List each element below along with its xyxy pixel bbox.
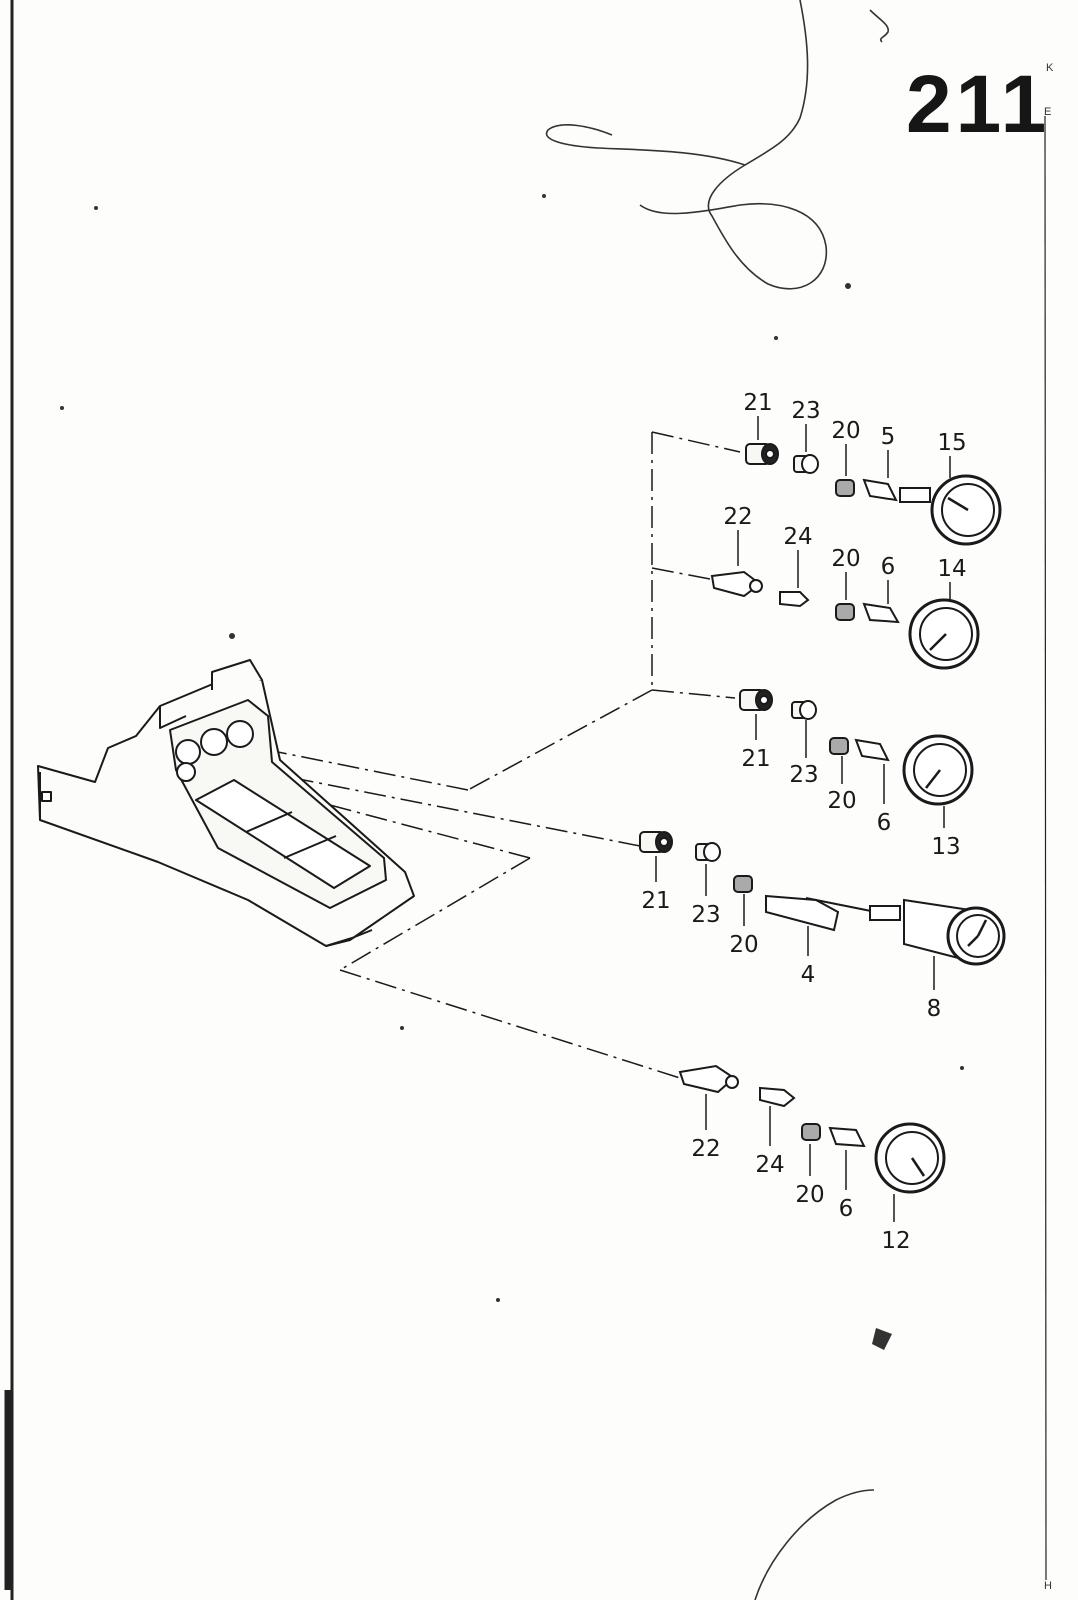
callout-20: 20 <box>827 788 856 814</box>
holder-6-a <box>862 602 900 624</box>
page-edge-lines <box>4 0 1047 1600</box>
holder-6-c <box>828 1126 866 1148</box>
callout-ticks <box>655 416 951 1222</box>
callout-8: 8 <box>927 996 942 1022</box>
gauge-components <box>639 443 1006 1194</box>
callout-22: 22 <box>691 1136 720 1162</box>
callout-13: 13 <box>931 834 960 860</box>
sleeve-20-b <box>835 603 855 621</box>
bulb-holder-21-c <box>639 831 673 853</box>
callout-6: 6 <box>877 810 892 836</box>
gauge-13 <box>902 734 974 806</box>
callout-6: 6 <box>881 554 896 580</box>
callout-4: 4 <box>801 962 816 988</box>
scan-specks <box>60 194 964 1350</box>
callout-21: 21 <box>741 746 770 772</box>
center-console <box>37 659 415 947</box>
bulb-23-c <box>695 842 721 862</box>
bulb-23-a <box>793 454 819 474</box>
callout-21: 21 <box>743 390 772 416</box>
holder-6-b <box>854 738 890 762</box>
callout-labels: 21 23 20 5 15 22 24 20 6 14 21 23 20 6 1… <box>641 390 966 1254</box>
page-number: 211 <box>906 59 1051 150</box>
callout-22: 22 <box>723 504 752 530</box>
bulb-holder-21-b <box>739 689 773 711</box>
bulb-23-b <box>791 700 817 720</box>
margin-letter-top: K <box>1046 62 1054 74</box>
callout-21: 21 <box>641 888 670 914</box>
callout-14: 14 <box>937 556 966 582</box>
callout-23: 23 <box>691 902 720 928</box>
callout-24: 24 <box>755 1152 784 1178</box>
bracket-4 <box>765 894 877 932</box>
lamp-socket-22-b <box>678 1064 739 1094</box>
callout-20: 20 <box>729 932 758 958</box>
bulb-24-a <box>779 591 810 608</box>
clock-8 <box>869 898 1006 966</box>
bulb-holder-21-a <box>745 443 779 465</box>
margin-letter-bottom: H <box>1044 1580 1052 1592</box>
callout-23: 23 <box>789 762 818 788</box>
sleeve-20-a <box>835 479 855 497</box>
sleeve-20-d <box>733 875 753 893</box>
holder-5 <box>862 478 898 502</box>
sleeve-20-c <box>829 737 849 755</box>
bulb-24-b <box>759 1086 796 1108</box>
sleeve-20-e <box>801 1123 821 1141</box>
callout-20: 20 <box>831 546 860 572</box>
callout-20: 20 <box>795 1182 824 1208</box>
callout-12: 12 <box>881 1228 910 1254</box>
lamp-socket-22-a <box>710 570 763 598</box>
callout-15: 15 <box>937 430 966 456</box>
margin-letter-mid: E <box>1044 106 1052 118</box>
callout-20: 20 <box>831 418 860 444</box>
callout-6: 6 <box>839 1196 854 1222</box>
callout-23: 23 <box>791 398 820 424</box>
gauge-15 <box>899 474 1002 546</box>
gauge-12 <box>874 1122 946 1194</box>
wire-scribble <box>545 0 890 1600</box>
callout-24: 24 <box>783 524 812 550</box>
callout-5: 5 <box>881 424 896 450</box>
gauge-14 <box>908 598 980 670</box>
